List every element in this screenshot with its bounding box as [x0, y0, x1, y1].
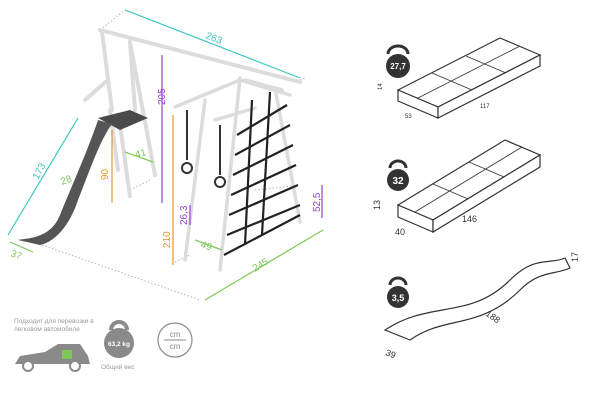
- package-height: 13: [372, 200, 382, 210]
- units-icon: [157, 322, 193, 358]
- kettlebell-icon: [387, 276, 409, 308]
- dim-step-width: 41: [134, 147, 148, 161]
- package-length: 146: [462, 214, 477, 224]
- package-height: 17: [570, 252, 580, 262]
- kettlebell-icon: [387, 159, 409, 191]
- slide-package: [383, 257, 571, 341]
- dim-net-height: 52,5: [312, 192, 323, 212]
- dim-slide-length: 173: [31, 161, 49, 181]
- package-weight: 3,5: [392, 293, 405, 303]
- climbing-net: [223, 91, 301, 256]
- car-transport-note: Подходит для перевозки в легковом автомо…: [14, 318, 94, 333]
- package-length: 117: [480, 104, 490, 110]
- guide-lines: [41, 9, 306, 301]
- dim-platform-height: 90: [100, 168, 111, 180]
- swing-frame: [83, 28, 302, 198]
- platform: [98, 110, 148, 130]
- package-width: 53: [405, 114, 412, 120]
- slide: [18, 120, 112, 245]
- dimension-lines: [7, 9, 324, 301]
- dim-ladder-height: 210: [162, 231, 173, 248]
- dim-rung-spacing: 26,3: [179, 205, 190, 225]
- total-weight: 63,2 kg: [108, 341, 130, 348]
- dim-swing-height: 205: [157, 88, 168, 105]
- unit-bottom: cm: [170, 342, 181, 351]
- package-3: 3,5 17 39 188: [383, 252, 580, 360]
- unit-top: cm: [170, 330, 181, 339]
- total-weight-kettlebell-icon: [104, 320, 134, 358]
- gym-rings: [181, 110, 226, 188]
- kettlebell-icon: [386, 44, 410, 78]
- dim-slide-width: 28: [59, 174, 74, 188]
- package-width: 39: [384, 347, 397, 360]
- climbing-frame: [173, 76, 302, 272]
- dim-base-length: 245: [251, 256, 271, 274]
- total-weight-label: Общий вес: [101, 364, 135, 371]
- dim-rung-width: 49: [199, 239, 214, 253]
- car-icon: [15, 344, 90, 372]
- dim-slide-base: 37: [9, 248, 24, 262]
- package-weight: 32: [392, 176, 404, 187]
- package-height: 14: [378, 83, 384, 90]
- dim-top-bar: 263: [204, 31, 224, 48]
- package-2: 32 13 40 146: [372, 139, 542, 237]
- package-weight: 27,7: [390, 62, 406, 71]
- package-width: 40: [395, 227, 405, 237]
- package-1: 27,7 14 53 117: [378, 37, 542, 120]
